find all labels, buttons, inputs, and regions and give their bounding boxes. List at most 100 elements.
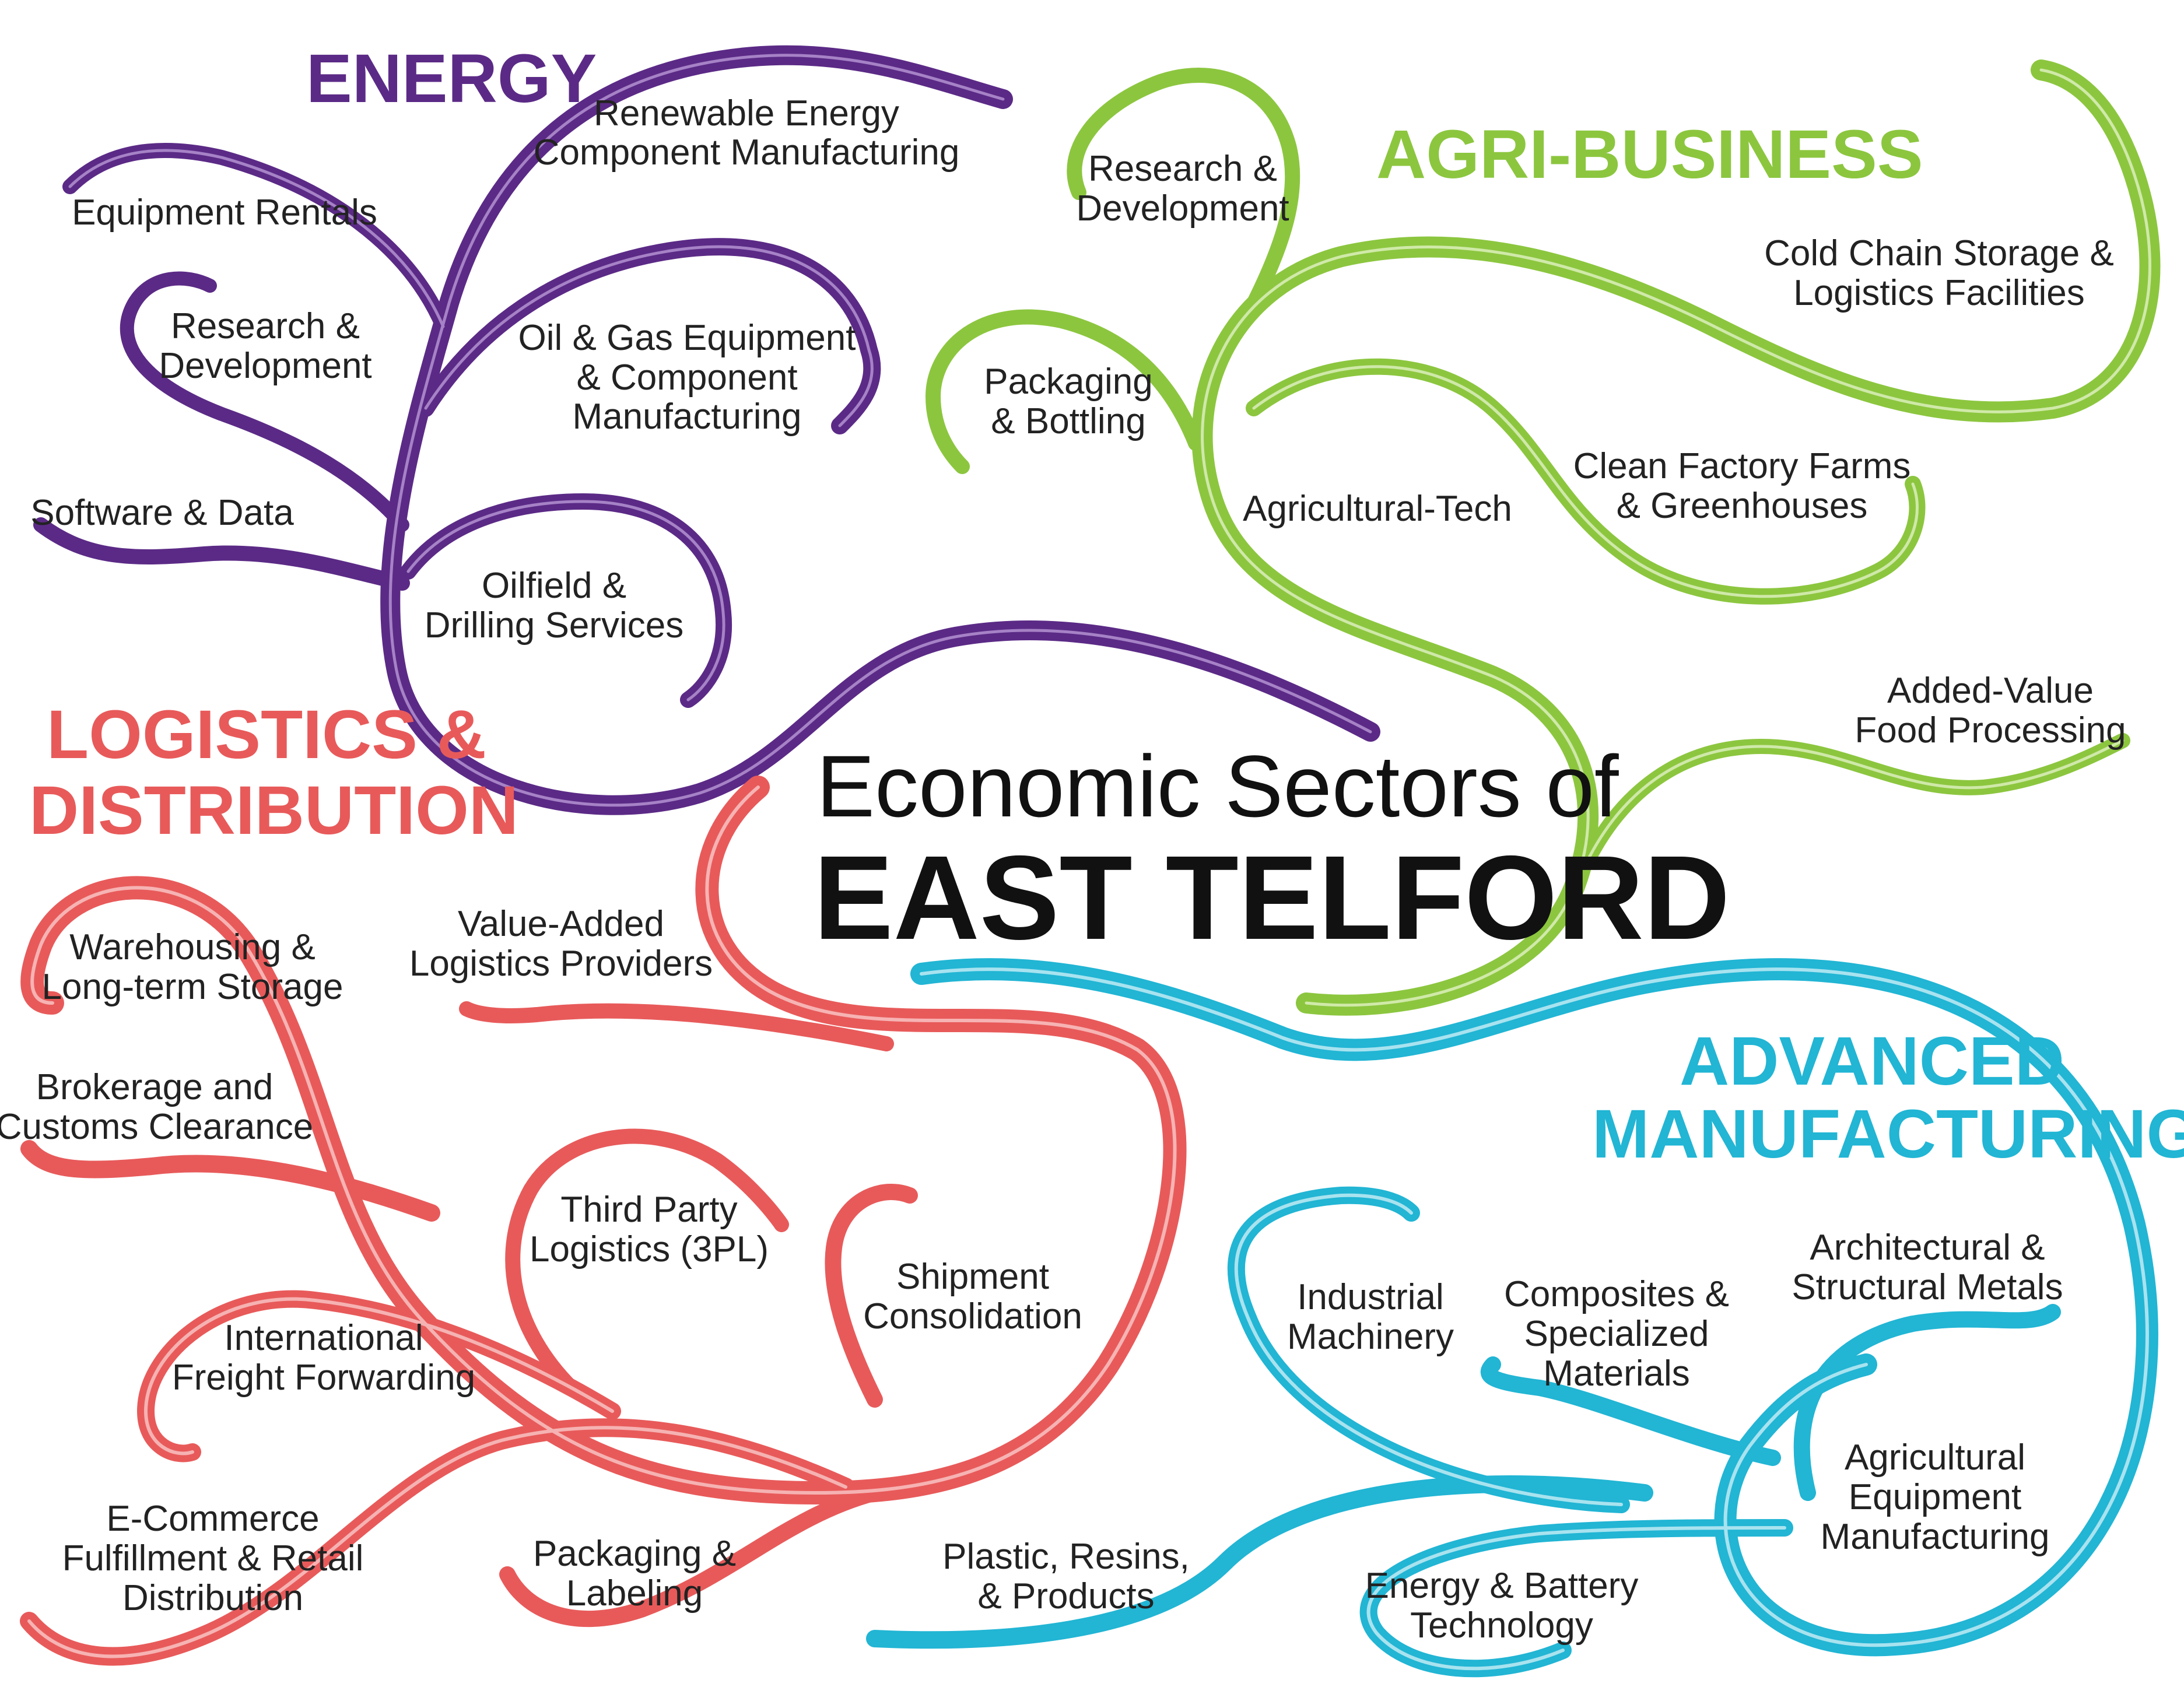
agri-label-food-2: Food Processing [1855,710,2126,750]
energy-main-highlight [388,54,1372,807]
energy-label-renewable-2: Component Manufacturing [534,132,960,173]
center-title: Economic Sectors of EAST TELFORD [814,737,1730,964]
logistics-label-shipment-2: Consolidation [863,1296,1082,1337]
manufacturing-title-line2: MANUFACTURING [1592,1096,2184,1173]
logistics-freight-highlight [143,1297,614,1455]
energy-oilfield-highlight [406,500,725,702]
logistics-label-packaging-2: Labeling [566,1573,703,1614]
agri-cleanfarm-highlight [1252,365,1919,598]
agri-label-cleanfarm-2: & Greenhouses [1617,486,1868,526]
manufacturing-label-plastic-2: & Products [977,1576,1154,1616]
energy-labels: Renewable Energy Component Manufacturing… [30,93,959,646]
agri-label-food-1: Added-Value [1887,671,2094,711]
logistics-label-ecommerce-1: E-Commerce [106,1499,319,1539]
logistics-branch-valueadded [459,1001,894,1051]
logistics-label-freight-2: Freight Forwarding [172,1358,475,1398]
agri-title: AGRI-BUSINESS [1376,116,1923,193]
logistics-branch-shipment [825,1184,918,1408]
logistics-label-freight-1: International [224,1318,423,1358]
logistics-title-line1: LOGISTICS & [47,696,486,773]
energy-label-oilgas-2: & Component [576,357,797,398]
logistics-label-brokerage-2: Customs Clearance [0,1107,313,1147]
energy-label-renewable-1: Renewable Energy [594,93,899,134]
logistics-branch-3pl [505,1128,789,1395]
manufacturing-label-composites-2: Specialized [1524,1314,1709,1354]
energy-vine-group [33,45,1380,815]
agri-food-highlight [1584,739,2125,865]
energy-branch-rnd [120,271,409,532]
agri-label-coldchain-1: Cold Chain Storage & [1764,233,2114,273]
manufacturing-label-structural-2: Structural Metals [1792,1267,2063,1307]
logistics-title-line2: DISTRIBUTION [29,772,518,849]
logistics-label-warehousing-2: Long-term Storage [42,967,343,1007]
manufacturing-main-highlight [920,967,2149,1647]
manufacturing-vine-highlights [920,967,2149,1671]
manufacturing-battery-highlight [1366,1526,1786,1671]
logistics-labels: Value-Added Logistics Providers Warehous… [0,904,1082,1618]
agri-branch-packaging [925,309,1203,474]
logistics-main-highlight [30,785,1177,1495]
manufacturing-vine-group [866,958,2158,1678]
energy-oilgas-highlight [424,245,874,427]
logistics-vine-highlights [27,785,1177,1658]
manufacturing-label-agequip-1: Agricultural [1845,1437,2025,1478]
energy-label-rnd-1: Research & [171,306,360,346]
agri-vine-highlights [1201,68,2151,1007]
title-line2: EAST TELFORD [814,831,1730,964]
agri-label-rnd-1: Research & [1088,149,1277,189]
agri-label-coldchain-2: Logistics Facilities [1793,273,2085,313]
energy-rental-highlight [68,149,445,328]
agri-label-cleanfarm-1: Clean Factory Farms [1573,446,1911,486]
energy-vine-highlights [68,54,1372,807]
energy-label-oilgas-1: Oil & Gas Equipment [518,318,856,358]
logistics-label-3pl-2: Logistics (3PL) [530,1229,769,1269]
logistics-label-shipment-1: Shipment [896,1257,1049,1297]
logistics-vine-group [20,776,1187,1666]
manufacturing-label-battery-1: Energy & Battery [1365,1566,1639,1606]
agri-label-rnd-2: Development [1076,188,1289,229]
energy-label-rentals: Equipment Rentals [72,192,377,233]
logistics-branch-packaging [499,1485,883,1628]
energy-label-oilfield-2: Drilling Services [425,605,683,646]
manufacturing-label-structural-1: Architectural & [1810,1227,2045,1268]
manufacturing-title-line1: ADVANCED [1680,1023,2064,1100]
logistics-label-3pl-1: Third Party [560,1190,737,1230]
logistics-branch-brokerage [20,1140,440,1222]
manufacturing-label-plastic-1: Plastic, Resins, [942,1537,1190,1577]
energy-label-rnd-2: Development [159,346,371,386]
energy-branch-rental [62,143,451,334]
agri-branch-rnd [1067,68,1300,311]
manufacturing-branch-composites [1480,1356,1781,1466]
logistics-label-brokerage-1: Brokerage and [36,1067,274,1107]
manufacturing-label-industrial-2: Machinery [1287,1317,1454,1357]
energy-branch-software [33,517,410,591]
logistics-label-packaging-1: Packaging & [533,1534,736,1574]
manufacturing-industrial-highlight [1235,1193,1623,1506]
manufacturing-labels: Industrial Machinery Composites & Specia… [942,1227,2063,1646]
agri-label-agtech: Agricultural-Tech [1243,489,1512,529]
manufacturing-label-agequip-3: Manufacturing [1821,1517,2050,1557]
agri-label-packaging-1: Packaging [984,362,1153,402]
manufacturing-label-battery-2: Technology [1410,1605,1593,1646]
manufacturing-label-industrial-1: Industrial [1297,1277,1444,1317]
energy-label-software: Software & Data [30,493,294,533]
logistics-label-valueadded-2: Logistics Providers [409,944,713,984]
logistics-ecommerce-highlight [27,1426,847,1658]
energy-label-oilgas-3: Manufacturing [573,397,802,437]
agri-main-highlight [1201,68,2151,1007]
logistics-label-ecommerce-2: Fulfillment & Retail [62,1538,364,1579]
logistics-label-warehousing-1: Warehousing & [69,927,315,967]
manufacturing-label-composites-1: Composites & [1504,1274,1729,1314]
manufacturing-label-composites-3: Materials [1543,1353,1690,1394]
agri-labels: Research & Development Cold Chain Storag… [984,149,2126,750]
manufacturing-branch-structural [1793,1304,2061,1501]
agri-vine-group [925,59,2161,1016]
title-line1: Economic Sectors of [816,737,1619,835]
logistics-label-ecommerce-3: Distribution [122,1578,303,1618]
energy-label-oilfield-1: Oilfield & [482,566,626,606]
manufacturing-label-agequip-2: Equipment [1849,1477,2021,1517]
logistics-label-valueadded-1: Value-Added [458,904,664,944]
agri-label-packaging-2: & Bottling [991,401,1145,441]
energy-title: ENERGY [306,40,597,117]
